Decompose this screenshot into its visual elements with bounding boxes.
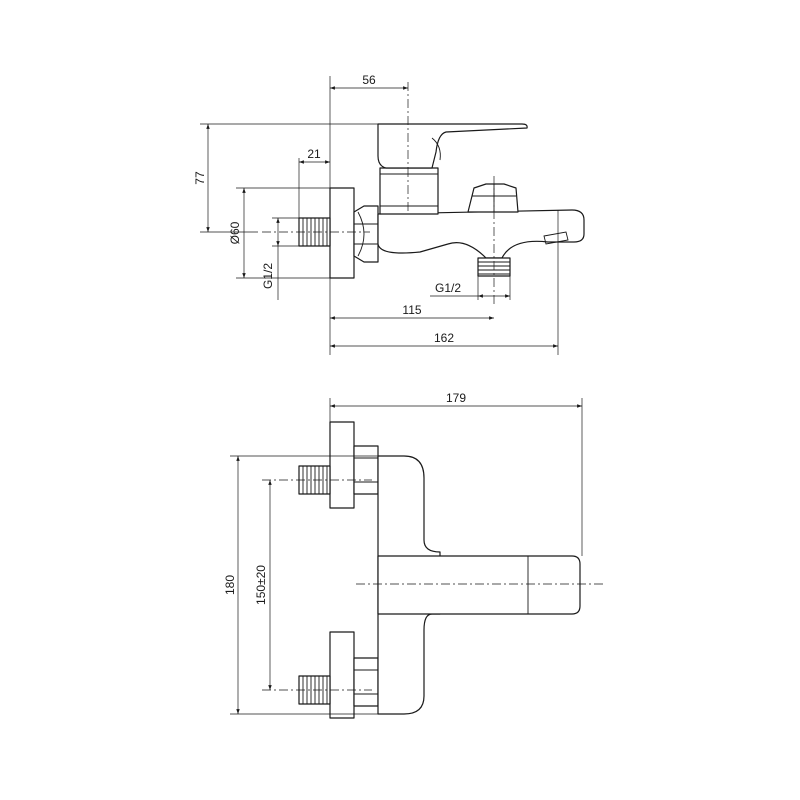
dim-label-56: 56: [362, 73, 376, 87]
dim-label-outlet-thread: G1/2: [435, 281, 461, 295]
front-upper-hex-nut: [353, 445, 379, 495]
front-lower-flange: [329, 631, 355, 719]
side-mixer-cartridge: [379, 167, 439, 215]
dim-label-inlet-thread: G1/2: [261, 263, 275, 289]
dim-label-180: 180: [223, 575, 237, 595]
side-wall-flange: [329, 187, 355, 279]
front-view: 179 180 150±20: [223, 391, 606, 719]
dim-label-150: 150±20: [254, 565, 268, 605]
dim-label-179: 179: [446, 391, 466, 405]
side-hex-nut: [353, 205, 379, 263]
side-spout-body: [377, 209, 585, 259]
dim-label-d60: Ø60: [228, 221, 242, 244]
dim-label-115: 115: [402, 303, 421, 317]
side-view: 56 21 77 Ø60 G1/2 G1/2 115 162: [193, 73, 585, 355]
dim-label-77: 77: [193, 171, 207, 185]
dim-label-21: 21: [307, 147, 321, 161]
side-spout-aerator: [543, 231, 569, 245]
side-diverter-knob[interactable]: [467, 183, 519, 213]
front-upper-flange: [329, 421, 355, 509]
side-lever-handle[interactable]: [377, 123, 528, 169]
front-lever-handle[interactable]: [377, 555, 581, 615]
dim-label-162: 162: [434, 331, 454, 345]
front-lower-hex-nut: [353, 657, 379, 707]
